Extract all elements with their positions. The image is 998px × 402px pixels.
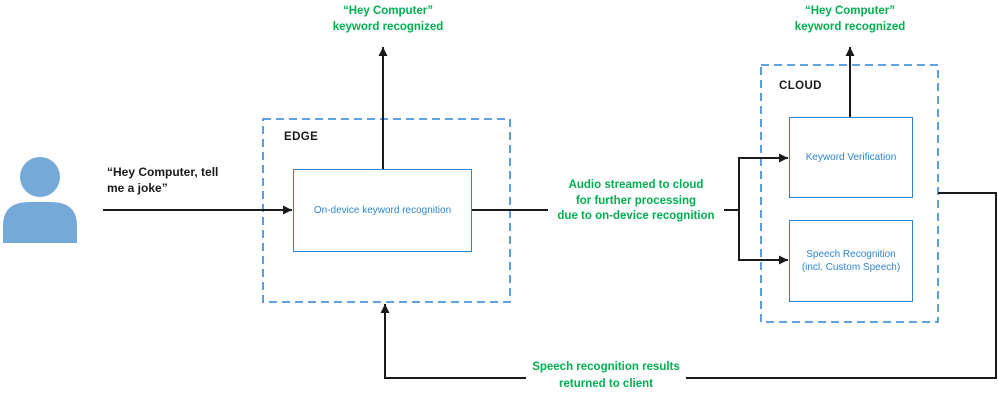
- results-returned-note: Speech recognition results returned to c…: [526, 359, 686, 392]
- audio-note-line3: due to on-device recognition: [557, 210, 715, 222]
- results-note-line2: returned to client: [559, 377, 653, 390]
- edge-zone-label: EDGE: [284, 131, 319, 143]
- cloud-zone-label: CLOUD: [779, 80, 822, 92]
- kw-note-cloud-line1: “Hey Computer”: [804, 5, 896, 17]
- keyword-verification-label: Keyword Verification: [805, 152, 897, 163]
- on-device-keyword-recognition-label: On-device keyword recognition: [313, 205, 452, 216]
- kw-note-edge-line1: “Hey Computer”: [342, 5, 434, 17]
- speech-recognition-box: Speech Recognition (incl. Custom Speech): [789, 220, 913, 302]
- keyword-verification-box: Keyword Verification: [789, 117, 913, 198]
- kw-note-edge-line2: keyword recognized: [332, 20, 444, 33]
- results-note-line1: Speech recognition results: [532, 361, 680, 373]
- speech-recognition-line2: (incl. Custom Speech): [801, 262, 901, 273]
- user-quote-line2: me a joke”: [107, 181, 168, 195]
- speech-recognition-line1: Speech Recognition: [806, 249, 896, 260]
- user-icon: [3, 157, 77, 243]
- audio-note-line2: for further processing: [575, 194, 697, 207]
- keyword-recognized-note-edge: “Hey Computer” keyword recognized: [313, 4, 463, 35]
- on-device-keyword-recognition-box: On-device keyword recognition: [293, 169, 472, 252]
- audio-note-line1: Audio streamed to cloud: [568, 179, 704, 191]
- speech-recognition-label: Speech Recognition (incl. Custom Speech): [802, 248, 900, 274]
- user-quote-line1: “Hey Computer, tell: [107, 165, 219, 179]
- arrow-results-return: [380, 192, 997, 379]
- audio-streamed-note: Audio streamed to cloud for further proc…: [548, 178, 724, 225]
- kw-note-cloud-line2: keyword recognized: [794, 20, 906, 33]
- user-quote: “Hey Computer, tell me a joke”: [107, 164, 218, 196]
- keyword-recognized-note-cloud: “Hey Computer” keyword recognized: [775, 4, 925, 35]
